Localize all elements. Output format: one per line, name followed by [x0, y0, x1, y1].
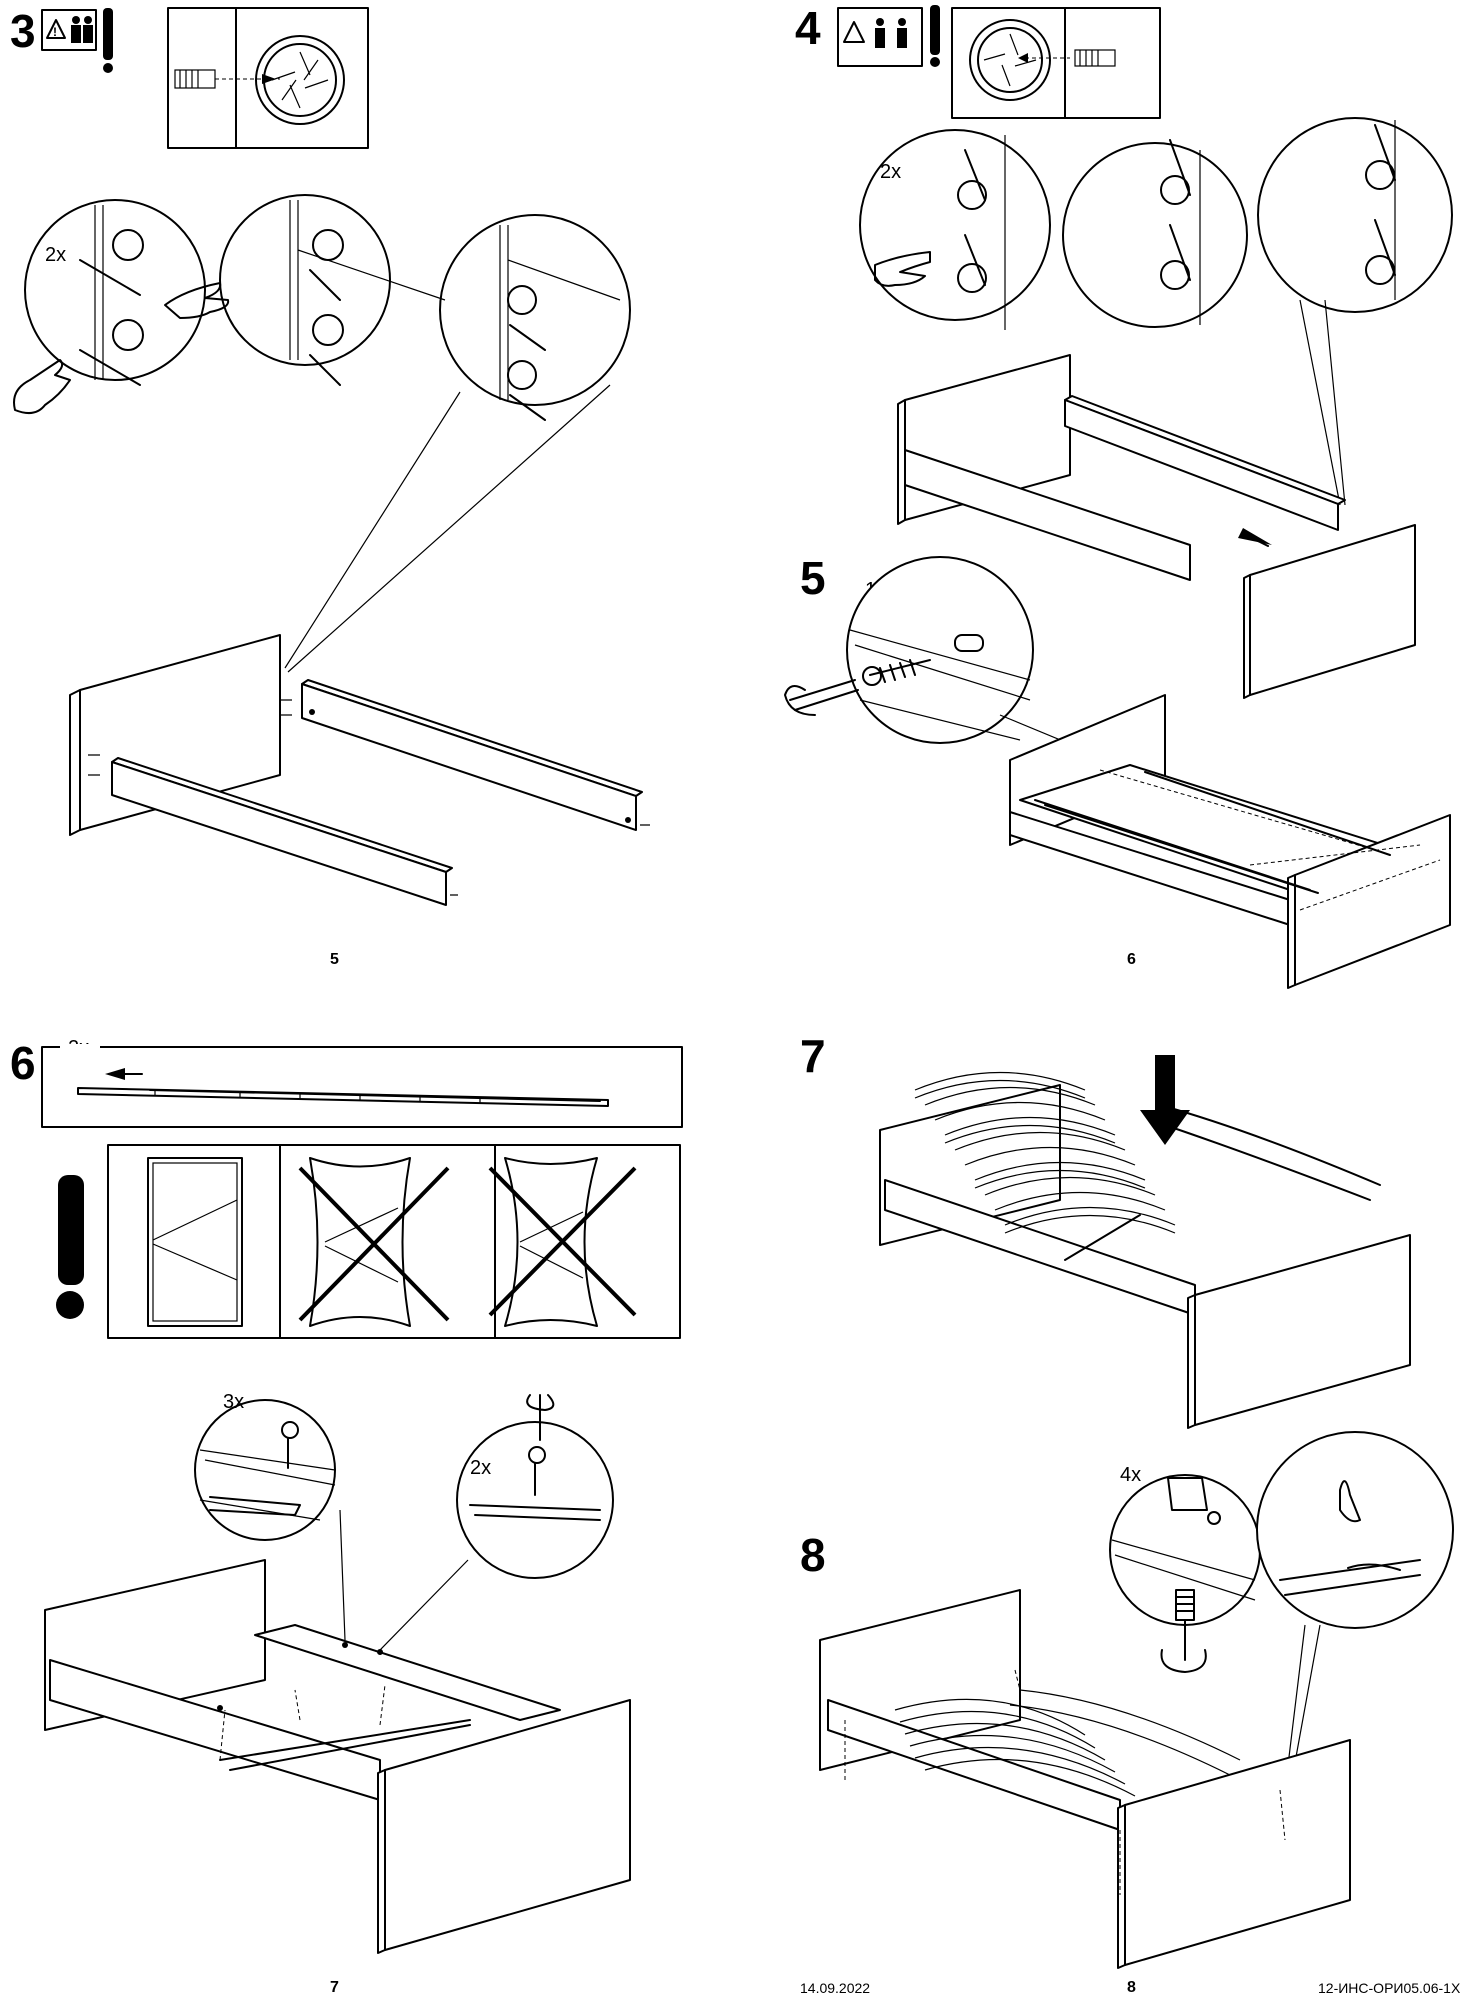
arrow-icon: [105, 1068, 125, 1080]
page-number-8: 8: [1127, 1979, 1136, 1996]
page-number-6: 6: [1127, 951, 1136, 968]
screwdriver-icon: [526, 1394, 555, 1441]
exclamation-icon: [56, 1175, 84, 1319]
step-8-qty: 4x: [1120, 1464, 1142, 1486]
page-number-7: 7: [330, 1979, 339, 1996]
step-6-qty-screw-b: 2x: [470, 1457, 492, 1479]
screwdriver-icon: [784, 679, 859, 716]
step-3-qty: 2x: [45, 244, 67, 266]
step-5-number: 5: [800, 552, 826, 604]
step-4-number: 4: [795, 2, 821, 54]
two-persons-icon: [71, 16, 93, 43]
step-6-qty-screw-a: 3x: [223, 1391, 245, 1413]
cross-mark-icon: [298, 1166, 450, 1322]
hand-pointer-icon: [13, 282, 230, 415]
step-8-number: 8: [800, 1529, 826, 1581]
exclamation-icon: [103, 8, 113, 73]
footer-date: 14.09.2022: [800, 1980, 871, 1996]
step-7-number: 7: [800, 1030, 826, 1082]
page-number-5: 5: [330, 951, 339, 968]
step-3-number: 3: [10, 5, 36, 57]
svg-text:!: !: [53, 25, 57, 39]
step-6-number: 6: [10, 1037, 36, 1089]
cross-mark-icon: [488, 1166, 637, 1317]
footer-code: 12-ИНС-ОРИ05.06-1X: [1318, 1980, 1461, 1996]
warning-triangle-icon: [46, 19, 66, 39]
arrow-icon: [262, 74, 276, 84]
step-4-qty: 2x: [880, 161, 902, 183]
